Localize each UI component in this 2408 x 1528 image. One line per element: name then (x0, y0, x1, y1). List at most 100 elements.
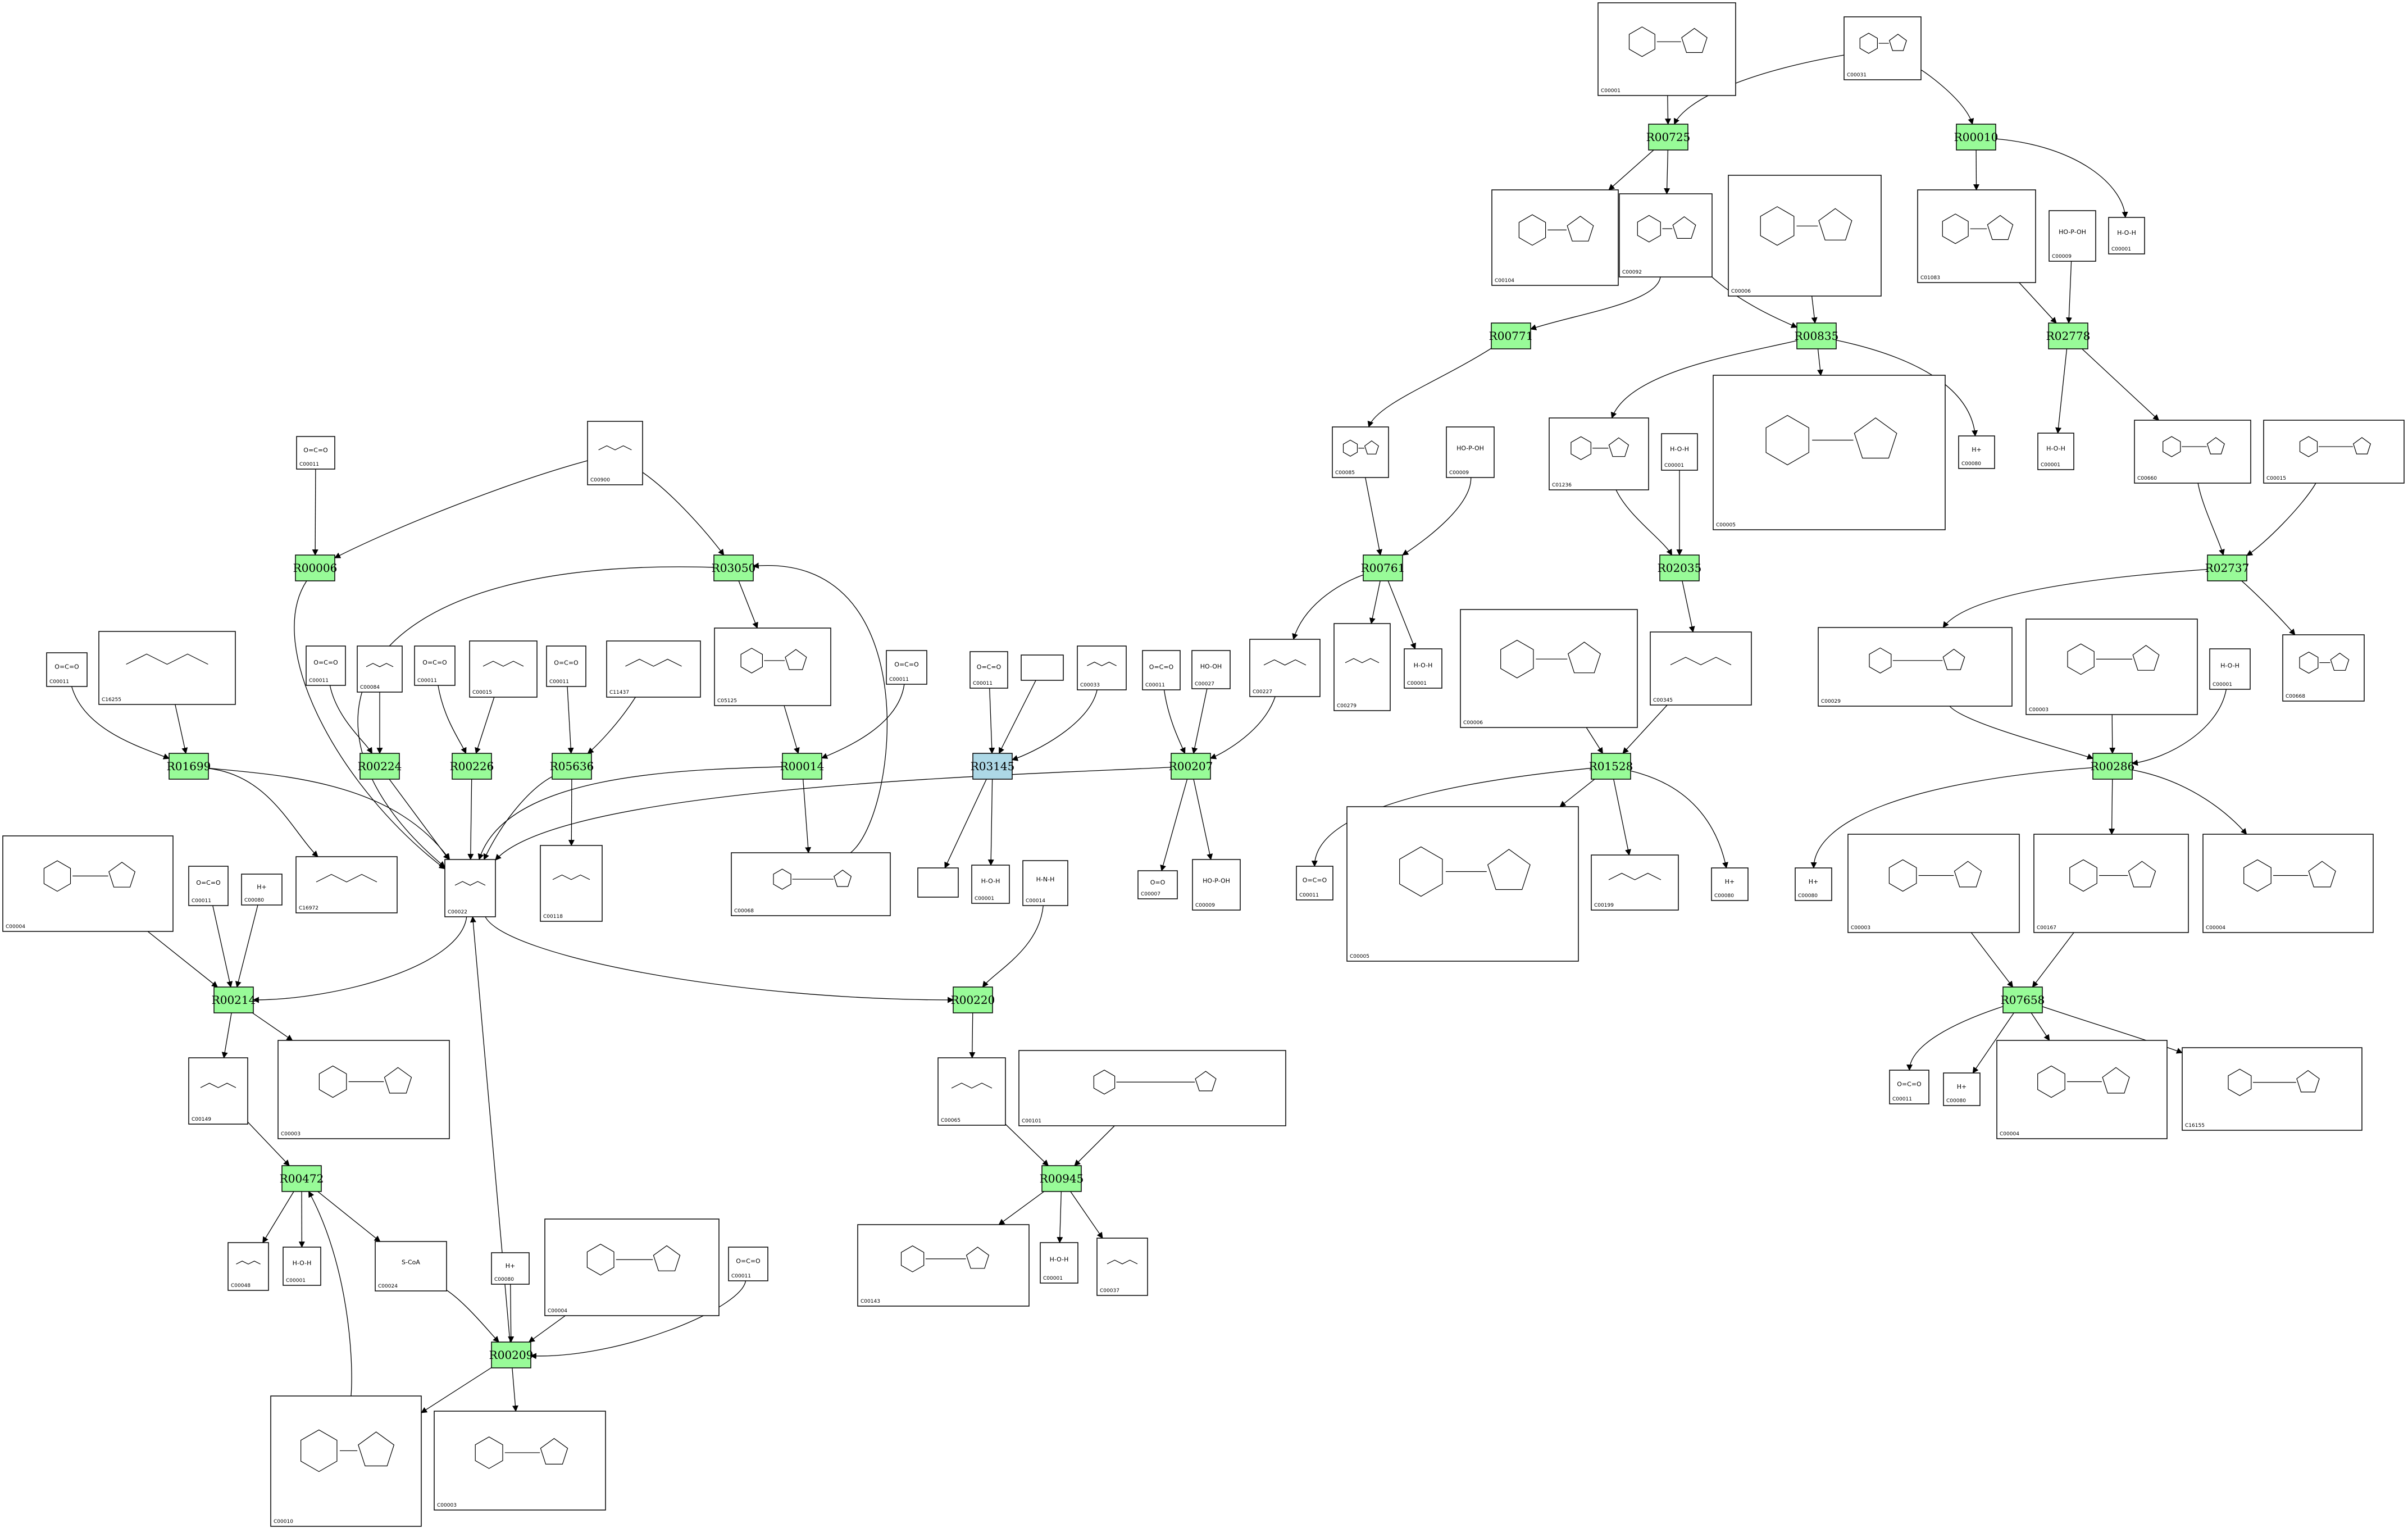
compound-c00085-c00085[interactable]: C00085 (1332, 426, 1389, 478)
reaction-node-r00286[interactable]: R00286 (2091, 753, 2135, 780)
compound-c00345-c00345[interactable]: C00345 (1650, 631, 1752, 706)
compound-empty-blank1[interactable] (1021, 654, 1064, 681)
reaction-node-r00220[interactable]: R00220 (951, 986, 995, 1013)
compound-c00084-c00084[interactable]: C00084 (357, 645, 403, 693)
compound-c00068-c00068[interactable]: C00068 (731, 852, 891, 916)
compound-c00003-c00003d[interactable]: C00003 (434, 1411, 606, 1511)
compound-c00033-c00033[interactable]: C00033 (1077, 645, 1127, 690)
compound-c00015-c00015[interactable]: C00015 (2263, 420, 2405, 484)
compound-c00022-c00022[interactable]: C00022 (444, 859, 496, 917)
compound-c00010-c00010[interactable]: C00010 (270, 1395, 422, 1527)
compound-c00029-c00029[interactable]: C00029 (1818, 627, 2013, 707)
reaction-node-r00224[interactable]: R00224 (358, 753, 402, 780)
reaction-node-r03145[interactable]: R03145 (971, 753, 1015, 780)
reaction-node-r00761[interactable]: R00761 (1361, 554, 1405, 581)
compound-c00080-h5[interactable]: H+C00080 (1943, 1072, 1981, 1106)
reaction-node-r02035[interactable]: R02035 (1658, 554, 1702, 581)
compound-c00080-h6[interactable]: H+C00080 (491, 1252, 530, 1285)
compound-c00004-c00004b[interactable]: C00004 (2202, 834, 2374, 933)
compound-c00006-c00006a[interactable]: C00006 (1728, 175, 1882, 297)
reaction-node-r00835[interactable]: R00835 (1795, 322, 1839, 349)
compound-c00004-c00004a[interactable]: C00004 (2, 835, 174, 932)
reaction-node-r05636[interactable]: R05636 (550, 753, 594, 780)
reaction-node-r00214[interactable]: R00214 (212, 986, 256, 1013)
compound-c00668-c00668[interactable]: C00668 (2282, 634, 2365, 702)
compound-c00900-c00900[interactable]: C00900 (587, 421, 643, 485)
compound-c00101-c00101[interactable]: C00101 (1018, 1050, 1286, 1126)
compound-empty-blank2[interactable] (917, 867, 959, 898)
compound-c00003-c00003c[interactable]: C00003 (277, 1040, 450, 1139)
compound-c00015-c00015b[interactable]: C00015 (469, 640, 538, 698)
compound-c00660-c00660[interactable]: C00660 (2134, 420, 2251, 484)
reaction-node-r01528[interactable]: R01528 (1589, 753, 1633, 780)
compound-c00001-c00001a[interactable]: C00001 (1597, 2, 1736, 96)
compound-c00065-c00065[interactable]: C00065 (937, 1057, 1006, 1126)
reaction-node-r00014[interactable]: R00014 (780, 753, 825, 780)
compound-c00080-h1[interactable]: H+C00080 (1958, 435, 1995, 469)
compound-c00227-c00227[interactable]: C00227 (1249, 639, 1321, 697)
compound-c00004-c00004d[interactable]: C00004 (544, 1218, 720, 1316)
compound-c00080-h4[interactable]: H+C00080 (241, 874, 283, 906)
reaction-node-r01699[interactable]: R01699 (167, 753, 211, 780)
compound-c16255-c16255[interactable]: C16255 (98, 631, 236, 705)
compound-c05125-c05125[interactable]: C05125 (714, 627, 831, 706)
compound-c01236-c01236[interactable]: C01236 (1549, 417, 1649, 490)
reaction-node-r00725[interactable]: R00725 (1646, 124, 1691, 151)
reaction-node-r00771[interactable]: R00771 (1489, 322, 1533, 349)
compound-c01083-c01083[interactable]: C01083 (1917, 189, 2036, 283)
compound-c00005-c00005b[interactable]: C00005 (1346, 806, 1579, 962)
reaction-node-r00010[interactable]: R00010 (1954, 124, 1999, 151)
compound-c00003-c00003b[interactable]: C00003 (1847, 834, 2020, 933)
compound-c00149-c00149[interactable]: C00149 (188, 1057, 248, 1125)
compound-c16972-c16972[interactable]: C16972 (295, 856, 398, 913)
reaction-node-r00472[interactable]: R00472 (280, 1165, 324, 1192)
compound-c00104-c00104[interactable]: C00104 (1491, 189, 1619, 286)
compound-c00005-c00005a[interactable]: C00005 (1713, 375, 1946, 530)
compound-c00004-c00004c[interactable]: C00004 (1996, 1040, 2168, 1139)
compound-c00003-c00003a[interactable]: C00003 (2025, 619, 2198, 715)
reaction-node-r00207[interactable]: R00207 (1169, 753, 1213, 780)
compound-c00092-c00092a[interactable]: C00092 (1619, 193, 1713, 278)
compound-c00037-c00037[interactable]: C00037 (1096, 1238, 1148, 1296)
reaction-node-r00226[interactable]: R00226 (450, 753, 494, 780)
reaction-node-r00945[interactable]: R00945 (1040, 1165, 1084, 1192)
compound-c00143-c00143[interactable]: C00143 (857, 1224, 1030, 1307)
compound-c00279-c00279[interactable]: C00279 (1333, 623, 1391, 711)
reaction-node-r07658[interactable]: R07658 (2001, 986, 2045, 1013)
compound-c00006-c00006b[interactable]: C00006 (1460, 609, 1638, 728)
reaction-node-r02737[interactable]: R02737 (2205, 554, 2250, 581)
reaction-node-r00006[interactable]: R00006 (293, 554, 338, 581)
reaction-node-r00209[interactable]: R00209 (489, 1341, 534, 1368)
reaction-node-r02778[interactable]: R02778 (2046, 322, 2091, 349)
compound-c00118-c00118[interactable]: C00118 (540, 845, 603, 922)
compound-c00080-h2[interactable]: H+C00080 (1711, 867, 1749, 901)
compound-c11437-c11437[interactable]: C11437 (606, 640, 701, 698)
compound-c00167-c00167[interactable]: C00167 (2033, 834, 2189, 933)
compound-c00199-c00199[interactable]: C00199 (1591, 854, 1679, 911)
